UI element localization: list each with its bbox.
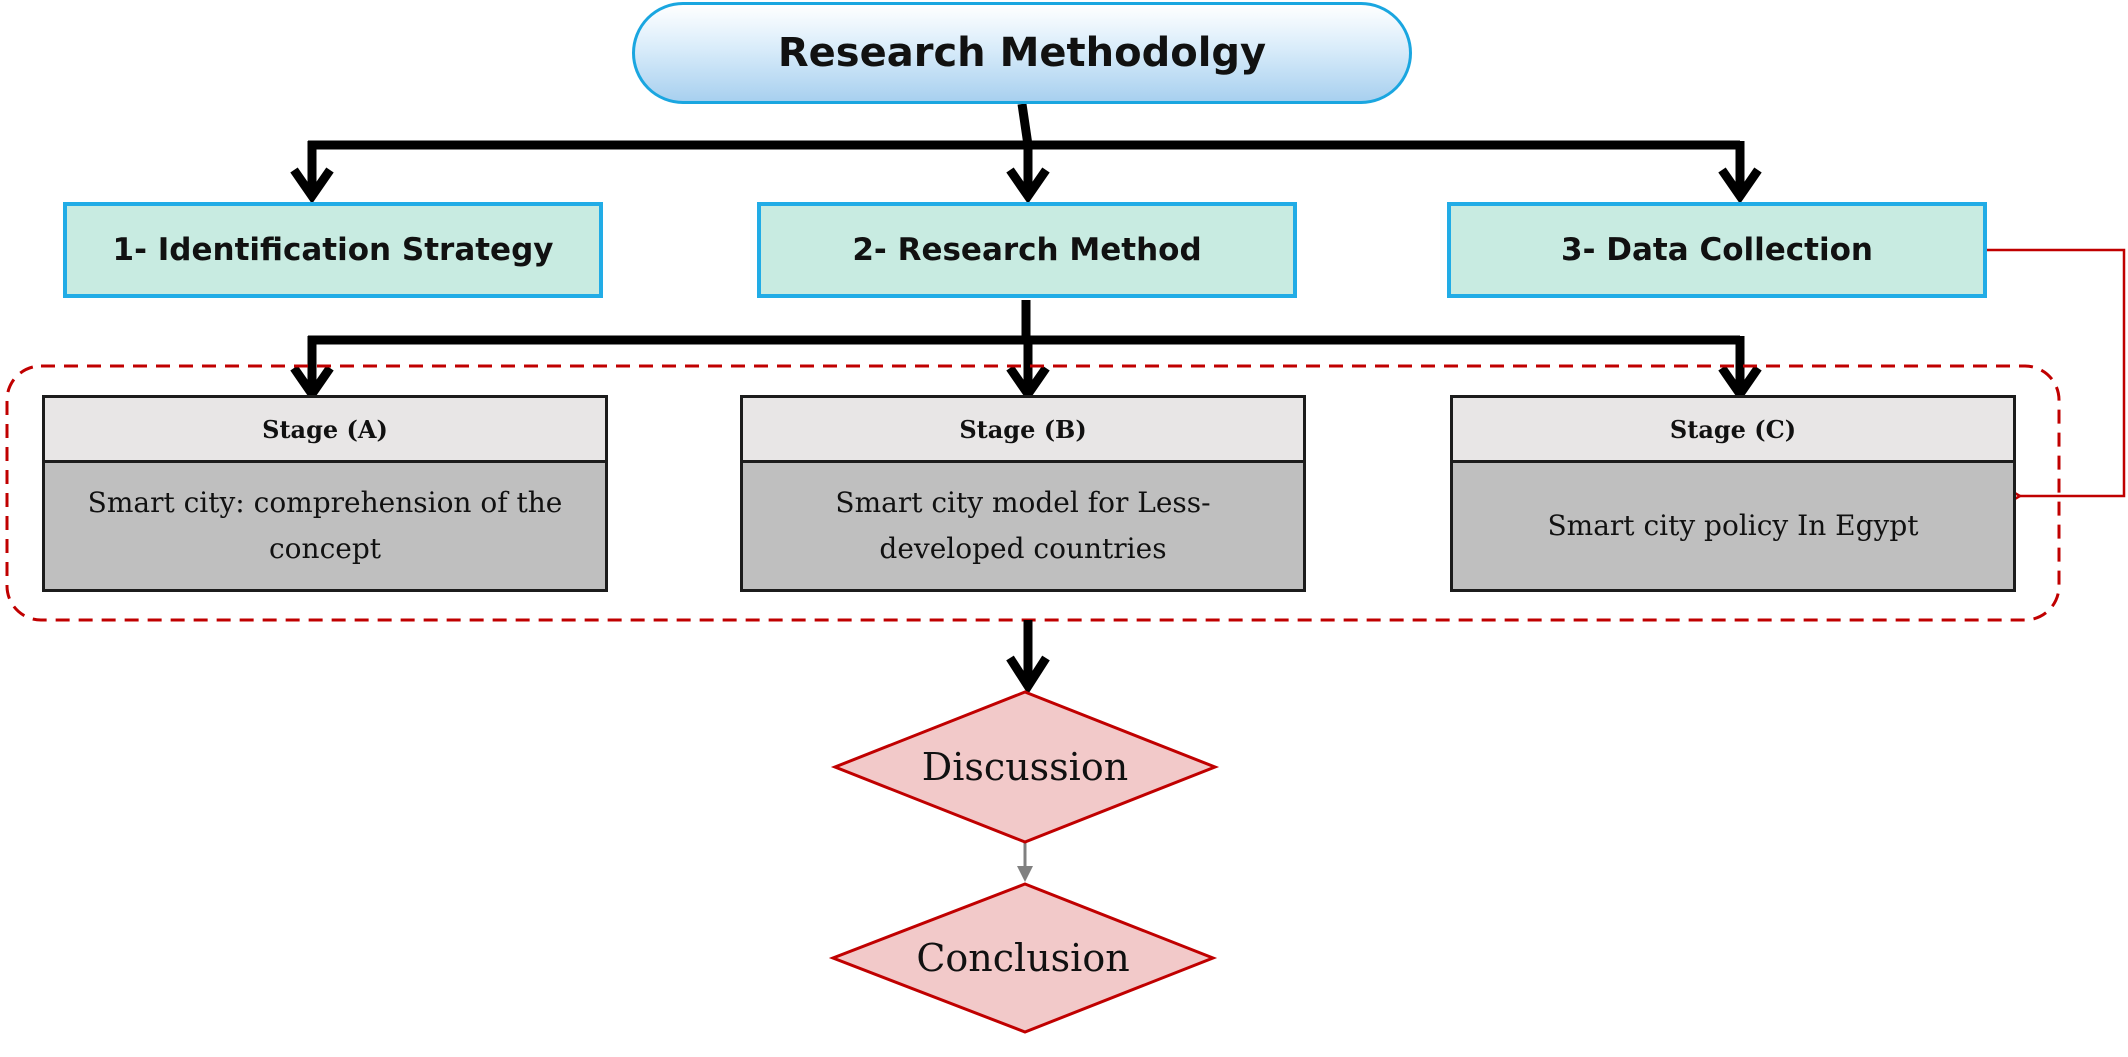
stage-c-body: Smart city policy In Egypt bbox=[1453, 463, 2013, 589]
stage-a-body: Smart city: comprehension of the concept bbox=[45, 463, 605, 589]
stage-c-box: Stage (C) Smart city policy In Egypt bbox=[1450, 395, 2016, 592]
stage-a-text: Smart city: comprehension of the concept bbox=[87, 486, 563, 565]
step-label: 1- Identification Strategy bbox=[112, 232, 554, 268]
discussion-diamond bbox=[830, 690, 1220, 844]
research-methodology-title: Research Methodolgy bbox=[632, 2, 1412, 104]
step-data-collection: 3- Data Collection bbox=[1447, 202, 1987, 298]
stage-b-text: Smart city model for Less-developed coun… bbox=[835, 486, 1211, 565]
title-to-steps-connector bbox=[290, 103, 1762, 204]
stage-b-header: Stage (B) bbox=[743, 398, 1303, 463]
discussion-to-conclusion-connector bbox=[1017, 842, 1033, 882]
discussion-label: Discussion bbox=[921, 745, 1129, 789]
step-identification-strategy: 1- Identification Strategy bbox=[63, 202, 603, 298]
stage-a-box: Stage (A) Smart city: comprehension of t… bbox=[42, 395, 608, 592]
conclusion-label: Conclusion bbox=[916, 936, 1130, 980]
stages-group-border bbox=[5, 364, 2061, 622]
title-text: Research Methodolgy bbox=[777, 30, 1267, 76]
stage-c-text: Smart city policy In Egypt bbox=[1547, 509, 1919, 542]
stage-b-body: Smart city model for Less-developed coun… bbox=[743, 463, 1303, 589]
stage-c-header: Stage (C) bbox=[1453, 398, 2013, 463]
step-label: 2- Research Method bbox=[852, 232, 1202, 268]
step-research-method: 2- Research Method bbox=[757, 202, 1297, 298]
data-collection-feedback-arrow bbox=[1986, 248, 2126, 496]
step-label: 3- Data Collection bbox=[1561, 232, 1873, 268]
conclusion-diamond bbox=[828, 882, 1218, 1034]
stage-a-header: Stage (A) bbox=[45, 398, 605, 463]
stage-b-box: Stage (B) Smart city model for Less-deve… bbox=[740, 395, 1306, 592]
stages-to-discussion-connector bbox=[1006, 620, 1050, 695]
method-to-stages-connector bbox=[290, 300, 1762, 402]
